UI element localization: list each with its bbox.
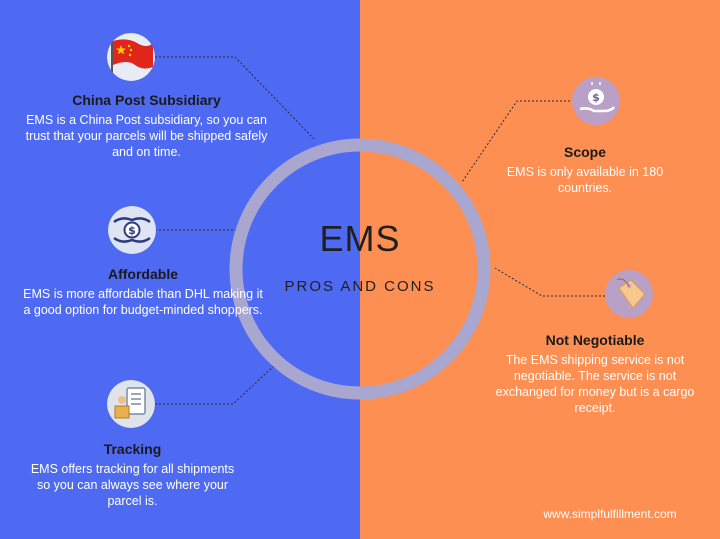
- center-ring: [229, 138, 491, 400]
- pro-china-post: China Post Subsidiary EMS is a China Pos…: [15, 92, 278, 160]
- pro-tracking: Tracking EMS offers tracking for all shi…: [30, 441, 235, 509]
- china-flag-icon: [107, 33, 155, 81]
- coin-hand-icon: $: [572, 77, 620, 125]
- con-heading: Not Negotiable: [545, 332, 645, 348]
- tracking-checklist-icon: [107, 380, 155, 428]
- connector-not-negotiable: [494, 267, 605, 297]
- pro-heading: Affordable: [108, 266, 178, 282]
- pro-heading: China Post Subsidiary: [72, 92, 221, 108]
- con-body: The EMS shipping service is not negotiab…: [495, 353, 695, 415]
- pro-heading: Tracking: [103, 441, 162, 457]
- con-scope: Scope EMS is only available in 180 count…: [495, 144, 675, 196]
- svg-text:$: $: [128, 224, 136, 237]
- pros-panel: [0, 0, 360, 539]
- con-not-negotiable: Not Negotiable The EMS shipping service …: [485, 332, 705, 416]
- pro-body: EMS is more affordable than DHL making i…: [23, 287, 263, 317]
- footer-url: www.simplfulfillment.com: [543, 507, 677, 521]
- center-subtitle: PROS AND CONS: [284, 278, 436, 295]
- pro-body: EMS offers tracking for all shipments so…: [30, 462, 235, 508]
- connector-lines: [155, 56, 605, 405]
- con-body: EMS is only available in 180 countries.: [506, 165, 664, 195]
- price-tag-icon: [605, 270, 653, 318]
- money-hand-icon: $: [108, 206, 156, 254]
- connector-scope: [461, 100, 570, 183]
- svg-text:$: $: [592, 91, 600, 104]
- pro-affordable: Affordable EMS is more affordable than D…: [18, 266, 268, 318]
- con-heading: Scope: [563, 144, 606, 160]
- center-title: EMS: [319, 218, 401, 259]
- connector-china-post: [155, 56, 316, 141]
- connector-tracking: [155, 364, 276, 405]
- pro-body: EMS is a China Post subsidiary, so you c…: [25, 113, 268, 159]
- cons-panel: [360, 0, 720, 539]
